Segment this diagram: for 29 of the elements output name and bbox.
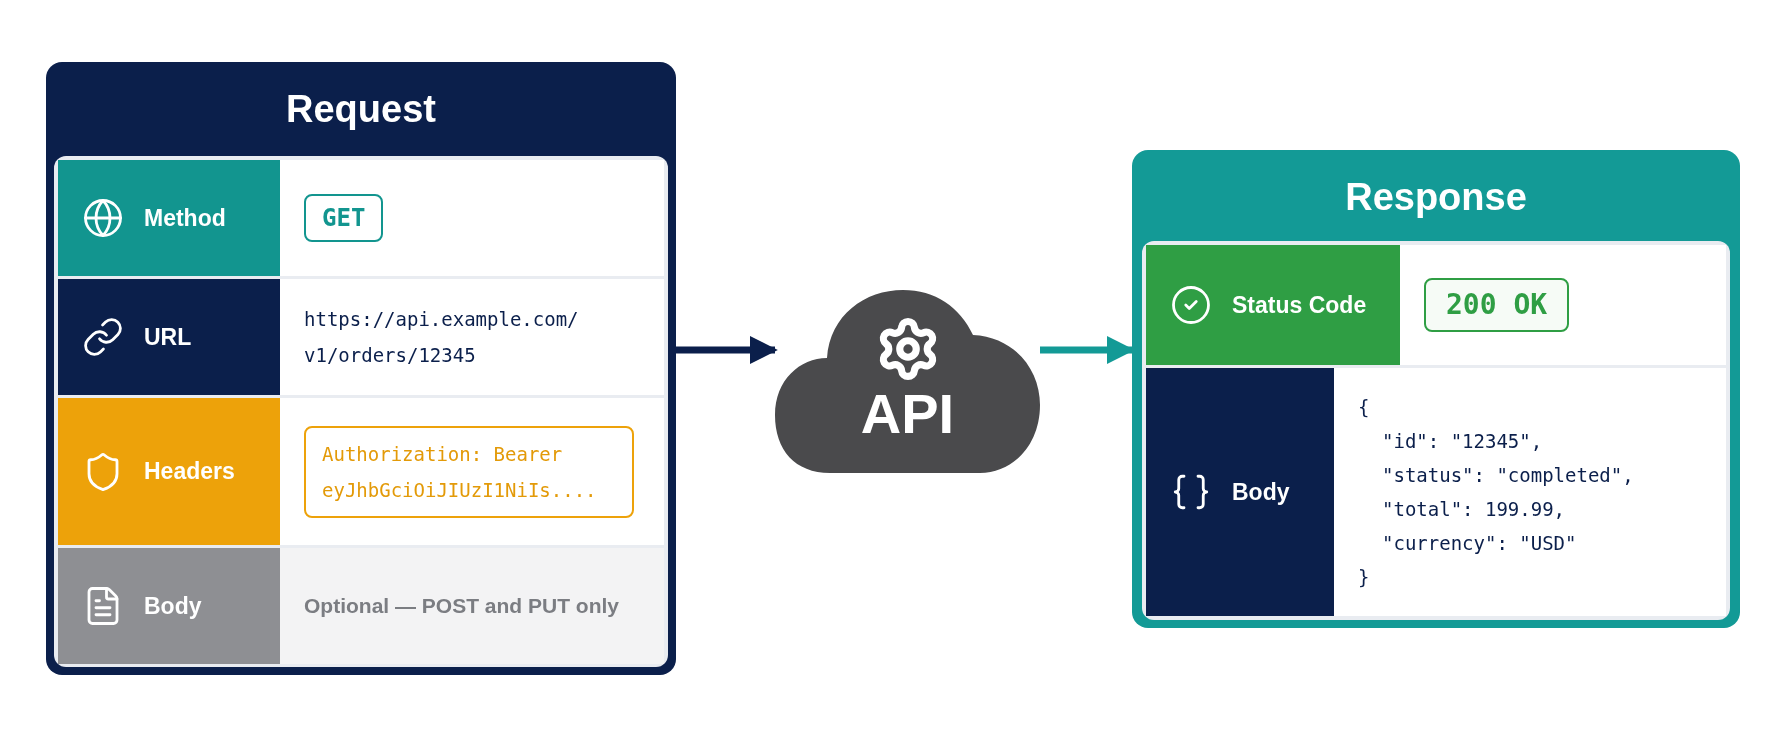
table-row [1146,368,1726,616]
row-label: Body [1232,477,1290,507]
table-row [58,398,664,545]
panel [46,62,676,675]
code-line: "currency": "USD" [1381,531,1578,556]
value-tag: GET [304,194,384,242]
code-line: "total": 199.99, [1381,497,1567,522]
cloud-label: API [860,382,955,446]
value-text: Optional — POST and PUT only [304,593,619,620]
panel-title: Request [286,87,436,132]
row-label: URL [144,322,192,352]
panel [1132,150,1740,628]
code-line: { [1358,395,1371,420]
row-label: Body [144,591,202,621]
table-row [58,279,664,395]
code-line: "id": "12345", [1381,429,1544,454]
code-text: https://api.example.com/v1/orders/12345 [304,307,579,368]
row-label: Headers [144,457,235,487]
table-row [58,160,664,276]
row-label: Status Code [1232,290,1367,320]
arrow [676,336,778,364]
value-tag: 200 OK [1424,278,1570,332]
code-line: } [1358,565,1371,590]
table-row [58,548,664,664]
panel-title: Response [1345,175,1527,220]
value-tag: Authorization: Bearer eyJhbGciOiJIUzI1NiIs.... [304,425,634,518]
code-line: "status": "completed", [1381,463,1634,488]
table-row [1146,245,1726,365]
row-label: Method [144,203,226,233]
